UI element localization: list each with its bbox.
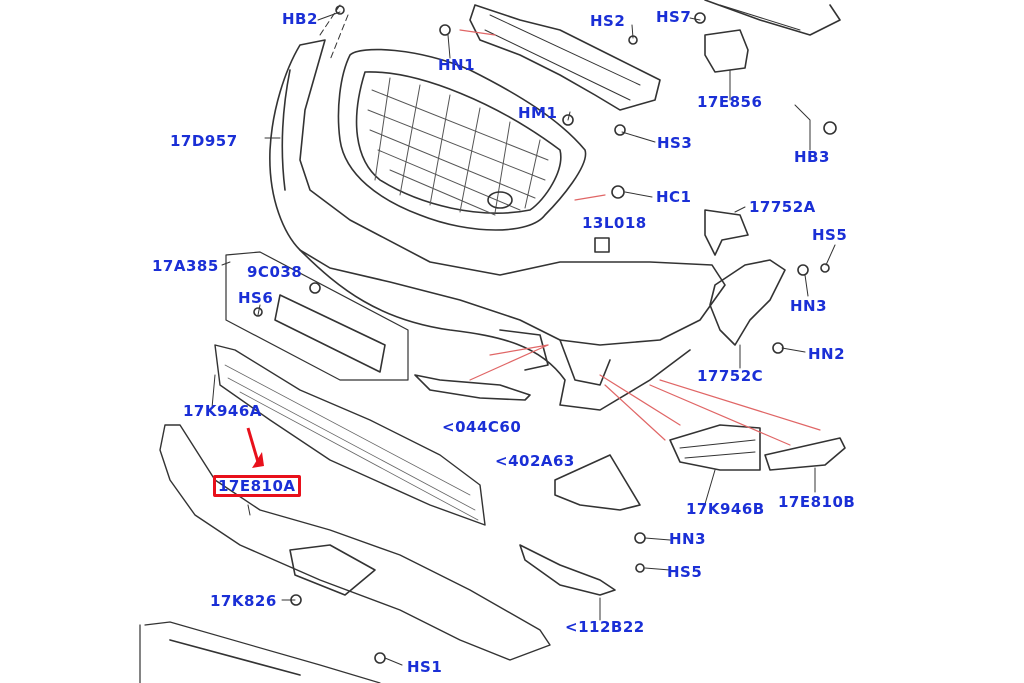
underbody-tray [159,424,551,661]
label-hc1: HC1 [656,188,692,206]
label-hb3: HB3 [794,148,830,166]
label-hs1: HS1 [407,658,443,676]
label-402a63: <402A63 [495,452,575,470]
label-17e810b: 17E810B [778,493,856,511]
label-hn1: HN1 [438,56,476,74]
label-hs2: HS2 [590,12,626,30]
label-044c60: <044C60 [442,418,522,436]
grille-outline [337,48,587,231]
highlight-box [213,475,301,497]
label-13l018: 13L018 [582,214,647,232]
lower-grille [214,344,486,526]
label-hs6: HS6 [238,289,274,307]
label-17e810a: 17E810A [218,477,296,495]
label-hn3-mid: HN3 [669,530,707,548]
label-17k826: 17K826 [210,592,277,610]
label-17752a: 17752A [749,198,816,216]
label-hb2: HB2 [282,10,318,28]
label-9c038: 9C038 [247,263,303,281]
label-17k946a: 17K946A [183,402,262,420]
bumper-cover-outline [269,39,726,346]
label-17752c: 17752C [697,367,764,385]
label-17k946b: 17K946B [686,500,765,518]
highlight-arrow [246,427,264,468]
label-17d957: 17D957 [170,132,238,150]
label-hn2: HN2 [808,345,846,363]
label-17a385: 17A385 [152,257,219,275]
label-hs3: HS3 [657,134,693,152]
label-17e856: 17E856 [697,93,763,111]
plate-mount-frame [225,251,409,381]
label-hm1: HM1 [518,104,558,122]
label-hs5-mid: HS5 [667,563,703,581]
label-hs5-top: HS5 [812,226,848,244]
label-hn3-right: HN3 [790,297,828,315]
label-hs7: HS7 [656,8,692,26]
label-112b22: <112B22 [565,618,645,636]
